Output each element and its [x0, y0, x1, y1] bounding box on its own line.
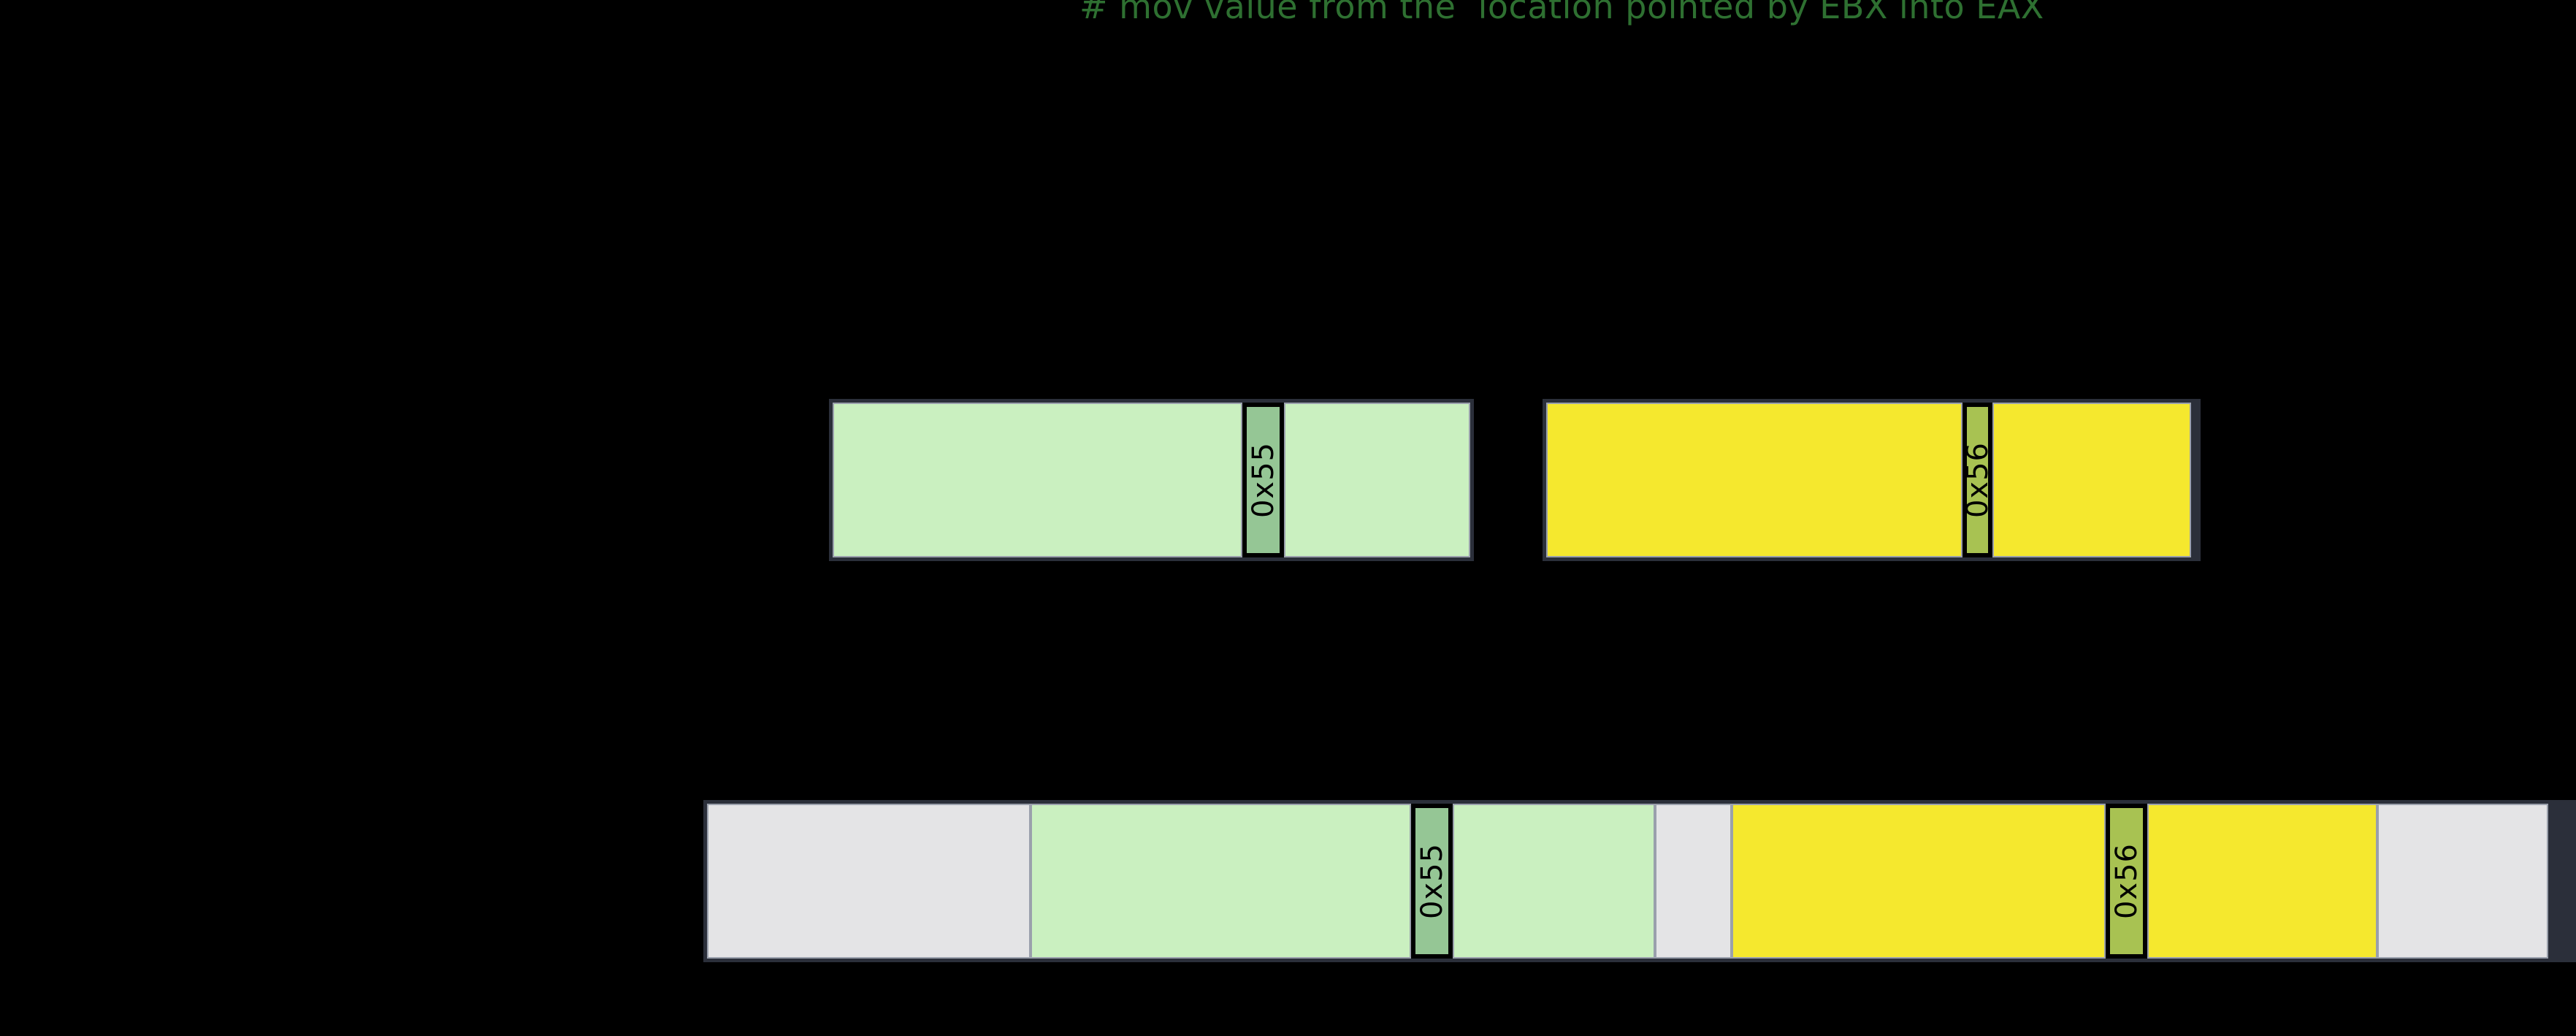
upper-green-block: 0x55 — [829, 399, 1474, 561]
green-right — [1284, 403, 1470, 557]
mem-yellow-highlight: 0x56 — [2106, 804, 2147, 959]
assembly-comment-text: # mov value from the location pointed by… — [1079, 0, 2044, 26]
mem-gray-middle — [1655, 804, 1732, 959]
mem-green-left — [1031, 804, 1411, 959]
yellow-highlight: 0x56 — [1960, 403, 1995, 557]
mem-green-right — [1453, 804, 1655, 959]
memory-strip: 0x55 0x56 — [703, 800, 2576, 962]
yellow-left — [1546, 403, 1962, 557]
mem-gray-right — [2377, 804, 2548, 959]
green-highlight: 0x55 — [1242, 403, 1284, 557]
green-left — [833, 403, 1242, 557]
mem-green-highlight: 0x55 — [1411, 804, 1453, 959]
mem-yellow-left — [1732, 804, 2106, 959]
yellow-highlight-label: 0x56 — [1960, 441, 1995, 519]
mem-green-highlight-label: 0x55 — [1415, 842, 1449, 920]
mem-yellow-highlight-label: 0x56 — [2109, 842, 2144, 920]
mem-yellow-right — [2147, 804, 2377, 959]
yellow-right — [1992, 403, 2191, 557]
mem-gray-left — [707, 804, 1031, 959]
green-highlight-label: 0x55 — [1246, 441, 1280, 519]
upper-yellow-block: 0x56 — [1543, 399, 2201, 561]
